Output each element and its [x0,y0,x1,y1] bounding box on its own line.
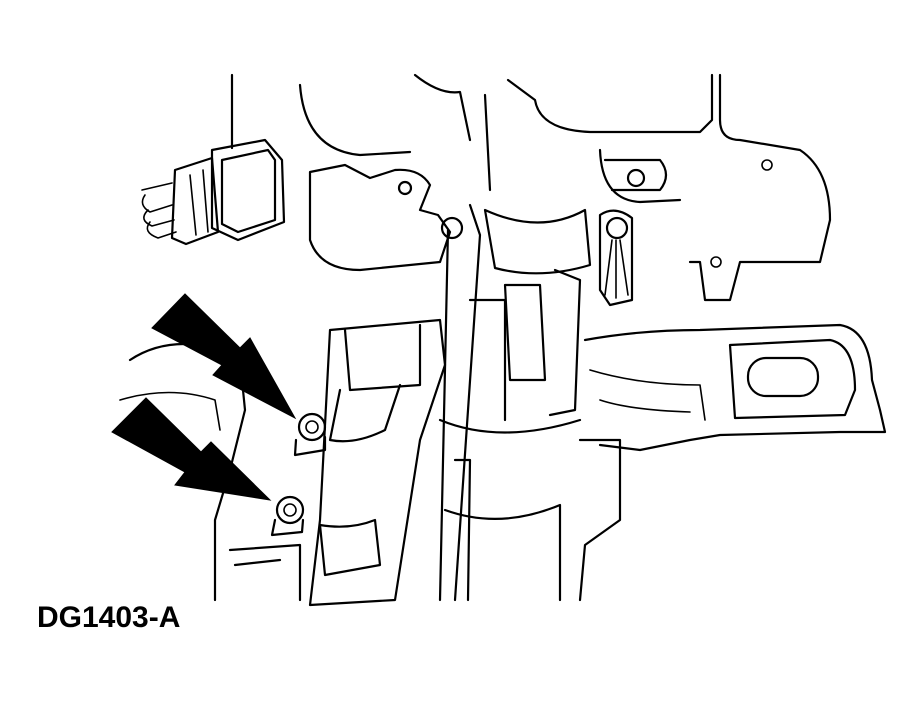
electrical-connector [141,138,286,246]
arrow-icon [111,397,272,501]
right-housing [583,323,887,452]
figure-id-label: DG1403-A [37,601,181,634]
arrow-icon [151,293,297,420]
lower-bolt [270,495,305,537]
upper-bolt [293,412,327,457]
valve-body-rail [308,203,622,607]
upper-housing [230,73,832,302]
center-bracket [308,163,634,307]
